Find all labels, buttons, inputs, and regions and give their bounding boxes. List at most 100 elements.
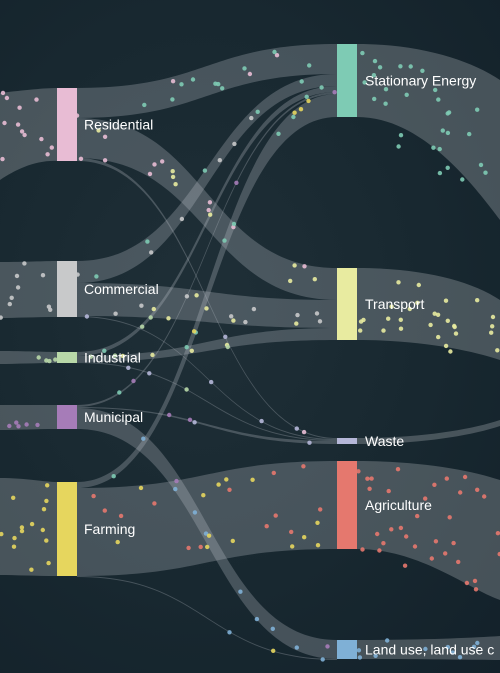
particle [495, 531, 500, 536]
particle [179, 216, 185, 222]
particle [190, 77, 196, 82]
particle [443, 298, 449, 303]
node-residential[interactable] [57, 88, 77, 161]
particle [117, 390, 122, 395]
particle [209, 379, 214, 385]
particle [302, 264, 307, 269]
flow-farming-to-landuse [77, 576, 337, 660]
diagram-nodes: ResidentialCommercialIndustrialMunicipal… [57, 44, 494, 659]
node-label-stationary: Stationary Energy [365, 73, 476, 89]
particle [440, 128, 445, 133]
outgoing-streams [357, 44, 500, 660]
particle [238, 589, 243, 594]
particle [198, 544, 203, 550]
particle [398, 133, 404, 138]
particle [227, 630, 232, 635]
particle [220, 86, 225, 91]
node-label-landuse: Land use, land use c [365, 642, 494, 658]
particle [381, 541, 386, 546]
particle [433, 539, 439, 544]
particle [19, 528, 25, 534]
particle [429, 556, 434, 561]
particle [206, 207, 211, 213]
particle [301, 429, 307, 435]
node-municipal[interactable] [57, 405, 77, 429]
particle [306, 98, 311, 104]
particle [375, 531, 380, 537]
particle [17, 105, 22, 110]
node-label-waste: Waste [365, 433, 404, 449]
particle [0, 156, 5, 162]
node-label-residential: Residential [84, 117, 153, 133]
particle [0, 531, 4, 537]
stream-from-landuse [357, 636, 500, 660]
node-industrial[interactable] [57, 352, 77, 363]
particle [325, 644, 330, 649]
particle [271, 648, 276, 653]
particle [4, 95, 10, 101]
node-waste[interactable] [337, 438, 357, 444]
particle [276, 131, 281, 136]
particle [191, 329, 197, 334]
particle [174, 478, 179, 484]
particle [227, 487, 232, 492]
particle [111, 474, 116, 479]
particle [437, 146, 442, 152]
particle [141, 436, 146, 441]
particle [251, 306, 257, 312]
particle [216, 81, 221, 87]
particle [189, 348, 194, 353]
node-commercial[interactable] [57, 261, 77, 317]
particle [458, 490, 463, 495]
particle [365, 476, 370, 481]
particle [170, 79, 176, 84]
particle [292, 263, 297, 268]
particle [208, 212, 213, 217]
particle [112, 353, 118, 358]
particle [291, 114, 296, 120]
particle [49, 145, 54, 150]
particle [385, 638, 390, 643]
particle [302, 535, 307, 540]
node-landuse[interactable] [337, 640, 357, 659]
node-farming[interactable] [57, 482, 77, 576]
particle [483, 170, 488, 175]
particle [314, 311, 320, 316]
particle [24, 422, 29, 427]
particle [216, 482, 221, 487]
particle [386, 316, 391, 321]
particle [317, 319, 323, 324]
particle [319, 85, 324, 90]
particle [478, 162, 484, 168]
particle [271, 470, 276, 476]
node-stationary[interactable] [337, 44, 357, 117]
particle [147, 171, 153, 177]
particle [29, 567, 34, 572]
particle [450, 650, 455, 655]
particle [201, 493, 206, 498]
particle [369, 476, 374, 481]
particle [184, 294, 190, 299]
particle [118, 513, 124, 519]
particle [423, 646, 428, 652]
particle [307, 63, 312, 68]
particle [151, 306, 156, 312]
particle [2, 120, 7, 126]
particle [475, 640, 480, 646]
node-transport[interactable] [337, 268, 357, 340]
particle [295, 312, 300, 318]
particle [12, 535, 17, 541]
particle [396, 144, 401, 149]
particle [34, 97, 39, 102]
particle [29, 521, 35, 527]
flow-residential-to-stationary [77, 44, 337, 118]
particle [274, 53, 280, 58]
flow-particles [0, 49, 500, 662]
particle [40, 273, 46, 278]
particle [294, 426, 299, 431]
node-agriculture[interactable] [337, 461, 357, 549]
particle [7, 423, 12, 429]
particle [170, 97, 175, 102]
stream-into-farming [0, 478, 57, 576]
particle [192, 510, 198, 515]
